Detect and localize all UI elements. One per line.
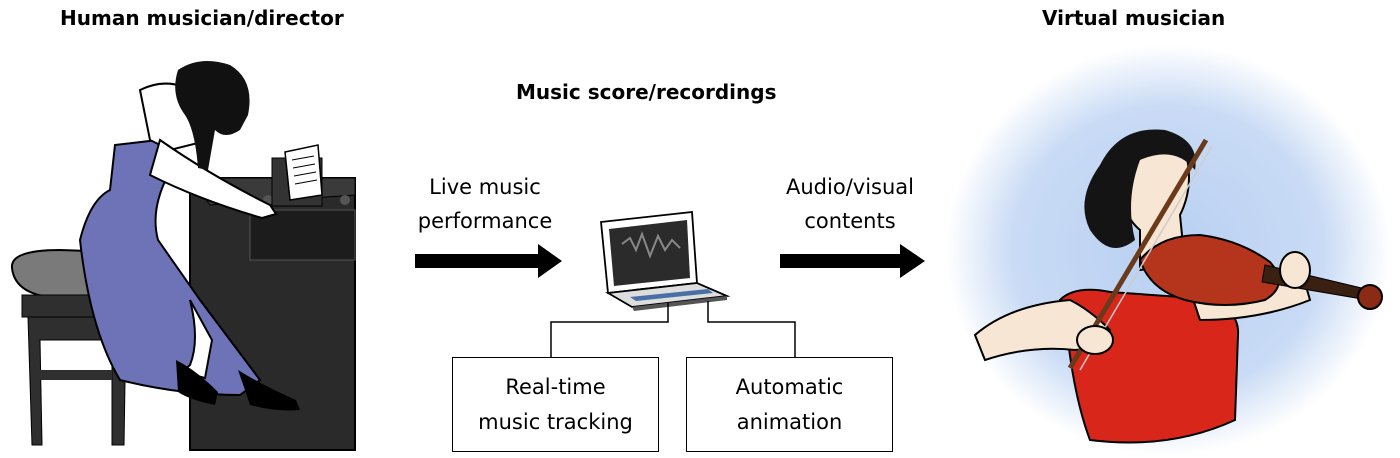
sheet-music [284,144,323,201]
input-label-line2: performance [417,209,553,233]
box-tracking-line1: Real-time [505,374,606,399]
center-title: Music score/recordings [516,80,777,104]
violinist-illustration [946,45,1390,455]
output-label-line2: contents [804,209,896,233]
input-label-line1: Live music [429,175,541,199]
pianist-hair [175,61,250,170]
laptop-icon [600,211,731,311]
connector-lines [550,301,796,357]
input-arrow [415,244,562,278]
box-animation-line1: Automatic [735,374,844,399]
left-title: Human musician/director [60,6,344,30]
box-real-time-tracking: Real-time music tracking [452,357,659,452]
output-label-line1: Audio/visual [786,175,914,199]
output-arrow [780,244,925,278]
box-animation-line2: animation [736,409,843,434]
pianist-illustration [10,61,356,451]
box-tracking-line2: music tracking [478,409,633,434]
output-label: Audio/visual contents [770,170,930,238]
violin [1138,233,1280,306]
box-automatic-animation: Automatic animation [686,357,893,452]
right-title: Virtual musician [1042,6,1226,30]
violinist-hair [1084,129,1196,248]
input-label: Live music performance [410,170,560,238]
